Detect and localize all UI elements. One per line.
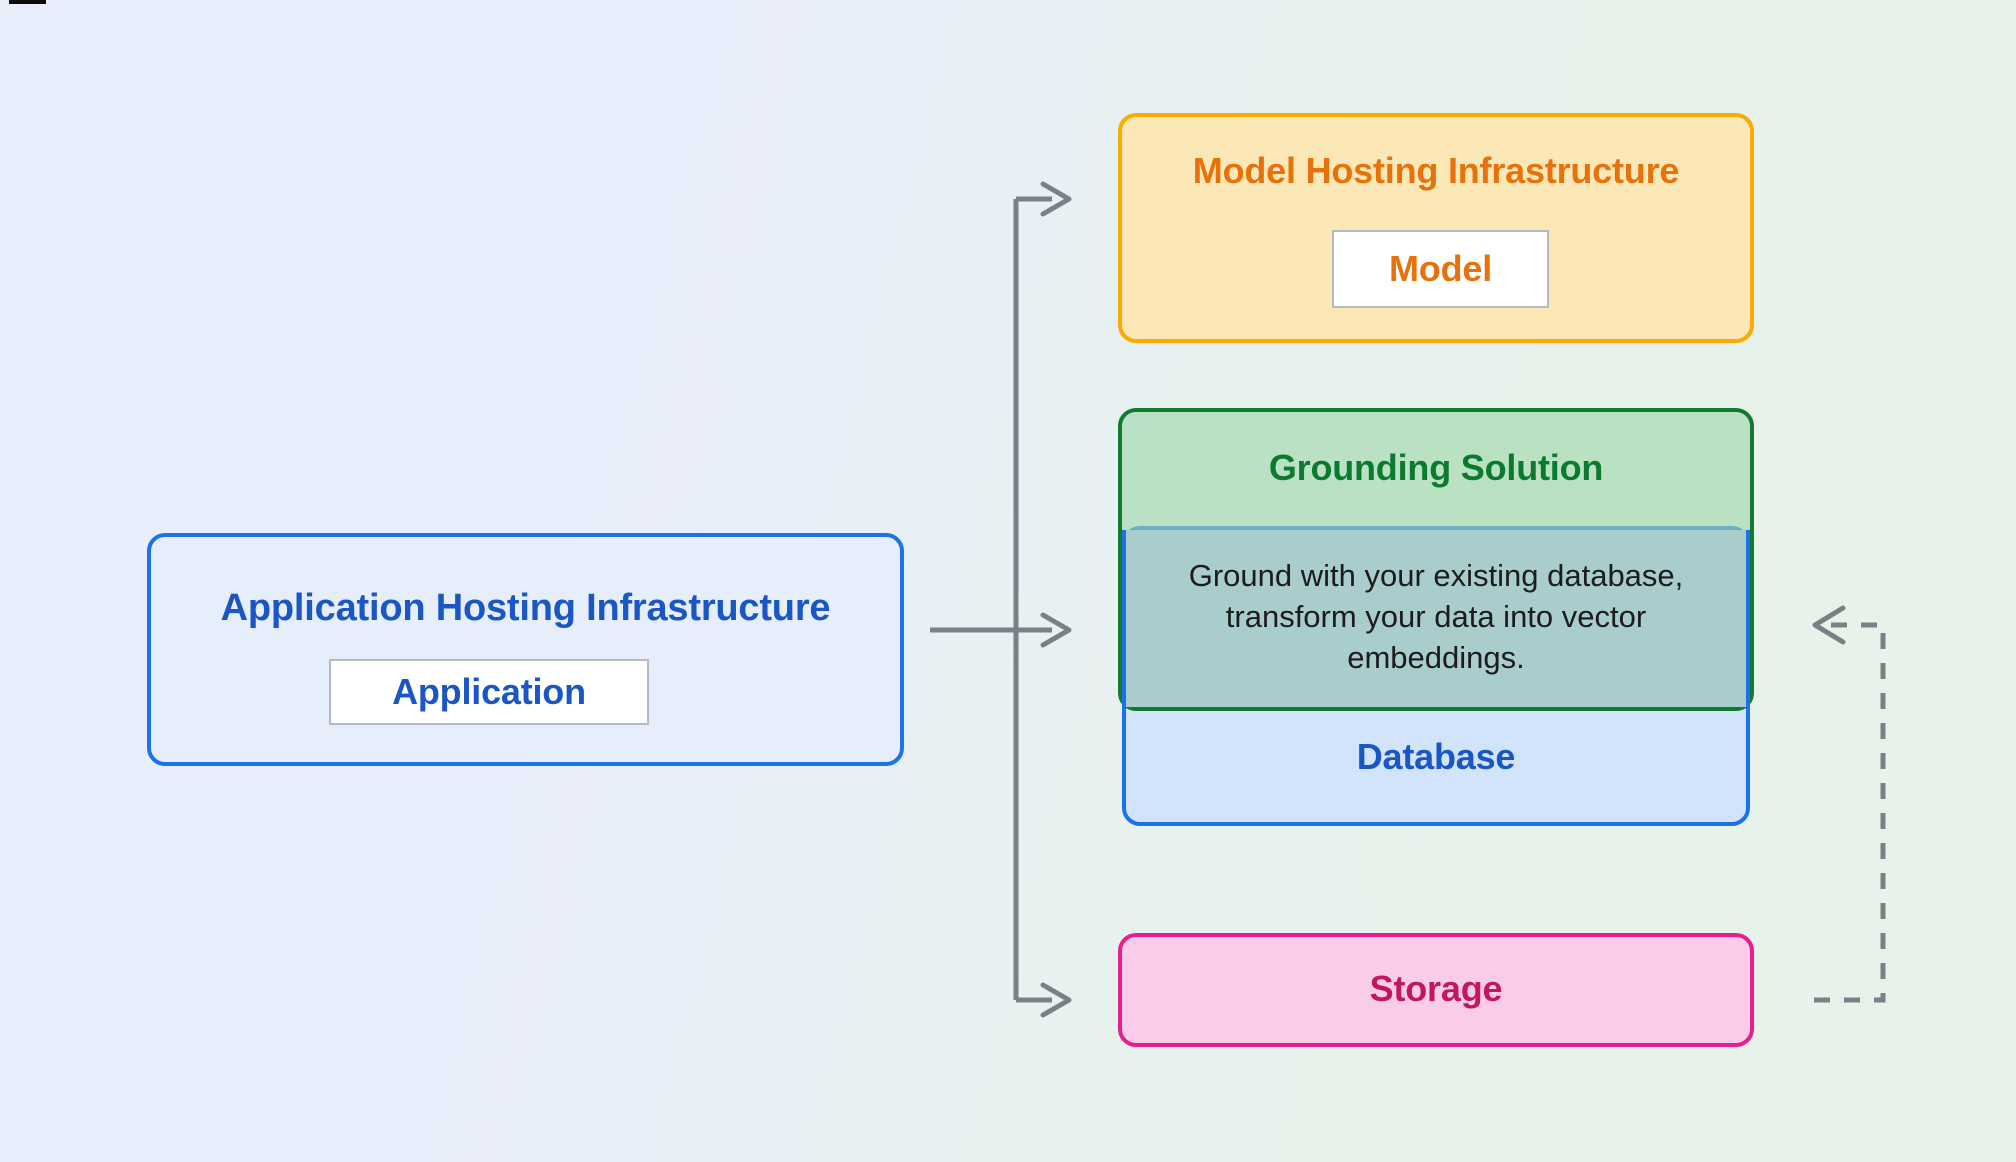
connector-storage-to-grounding-dashed bbox=[1814, 622, 1886, 1003]
database-title: Database bbox=[1356, 736, 1516, 777]
chip-model[interactable]: Model bbox=[1332, 230, 1549, 308]
model-hosting-title: Model Hosting Infrastructure bbox=[1192, 150, 1680, 191]
arrowhead-to-model-icon bbox=[1040, 181, 1072, 217]
grounding-solution-body-text: Ground with your existing database, tran… bbox=[1188, 558, 1684, 675]
arrowhead-dashed-to-grounding-icon bbox=[1812, 605, 1846, 645]
storage-title: Storage bbox=[1369, 968, 1503, 1009]
arrowhead-to-grounding-icon bbox=[1040, 612, 1072, 648]
application-hosting-title: Application Hosting Infrastructure bbox=[220, 587, 831, 629]
node-application-hosting-infrastructure[interactable]: Application Hosting Infrastructure Appli… bbox=[147, 533, 904, 766]
node-storage[interactable]: Storage bbox=[1118, 933, 1754, 1047]
top-edge-artifact bbox=[9, 0, 46, 4]
node-model-hosting-infrastructure[interactable]: Model Hosting Infrastructure Model bbox=[1118, 113, 1754, 343]
arrowhead-to-storage-icon bbox=[1040, 982, 1072, 1018]
chip-application[interactable]: Application bbox=[329, 659, 649, 725]
grounding-solution-title: Grounding Solution bbox=[1268, 447, 1604, 488]
